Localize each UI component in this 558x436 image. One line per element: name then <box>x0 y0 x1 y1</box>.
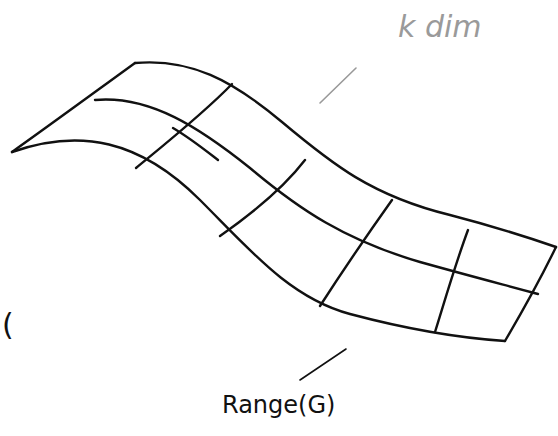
dimension-label: k dim <box>398 10 482 43</box>
leader-line <box>300 349 346 380</box>
surface-left-edge <box>12 63 135 152</box>
range-label: Range(G) <box>222 392 335 418</box>
surface-back-edge <box>135 62 556 247</box>
surface-right-edge <box>505 247 556 341</box>
grid-line <box>220 160 305 236</box>
grid-line <box>435 230 468 332</box>
grid-line <box>95 99 538 294</box>
grid-line <box>136 84 232 168</box>
edge-fragment: ( <box>2 308 14 341</box>
surface-front-edge <box>12 140 505 341</box>
grid-line <box>173 128 218 160</box>
leader-line <box>320 68 356 103</box>
grid-line <box>320 200 392 306</box>
